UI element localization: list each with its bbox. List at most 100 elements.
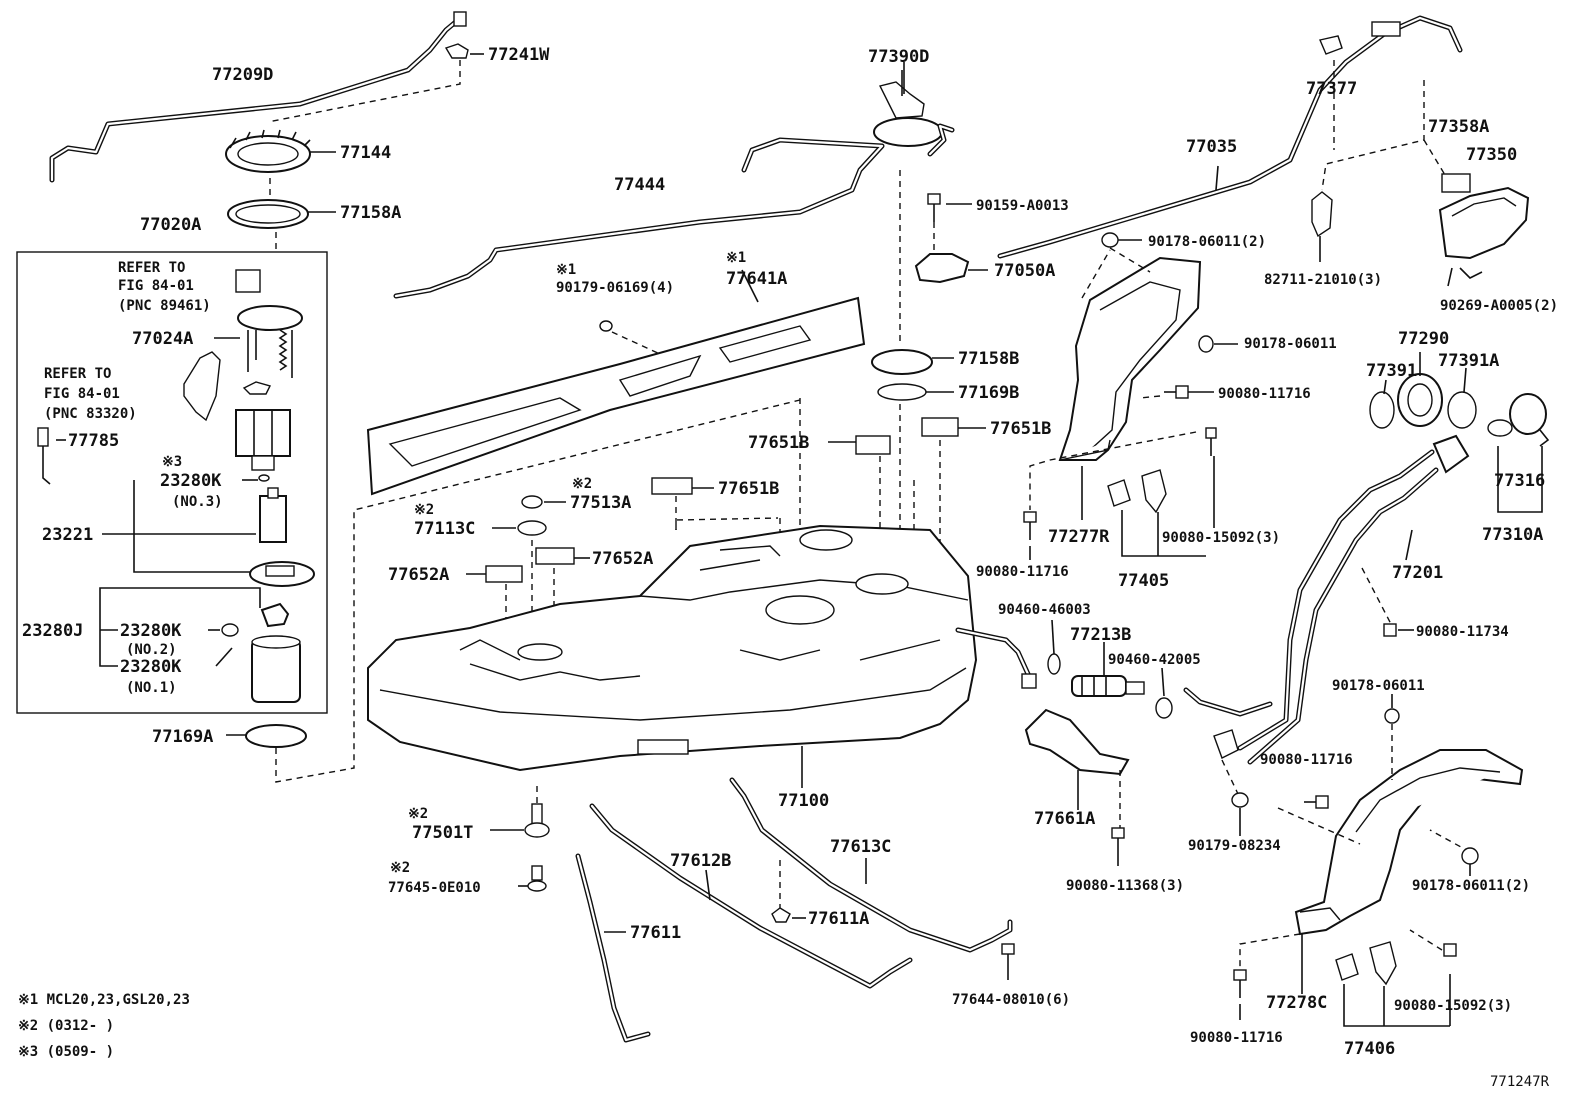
label-77169A: 77169A bbox=[152, 727, 213, 747]
pad-77651B-right[interactable] bbox=[921, 417, 959, 437]
pump-bracket-part[interactable] bbox=[249, 561, 315, 587]
nut-90178-06011-mid[interactable] bbox=[1198, 335, 1214, 353]
bolt-90080-15092-upper[interactable] bbox=[1205, 427, 1217, 456]
clip-77377[interactable] bbox=[1319, 35, 1343, 55]
connector-tank-outlet[interactable] bbox=[1021, 673, 1037, 689]
bolt-77645-0E010[interactable] bbox=[527, 865, 547, 892]
label-90178-06011-lower: 90178-06011 bbox=[1332, 678, 1425, 694]
nut-90178-06011-lower[interactable] bbox=[1384, 708, 1400, 724]
bolt-90080-11716-lower[interactable] bbox=[1023, 511, 1037, 540]
label-23280K-no1: 23280K bbox=[120, 657, 182, 677]
label-90080-11716-right: 90080-11716 bbox=[1260, 752, 1353, 768]
bolt-90080-11716-bottom[interactable] bbox=[1233, 969, 1247, 998]
label-77651B-right: 77651B bbox=[990, 419, 1051, 439]
vent-valve-77390D[interactable] bbox=[873, 70, 943, 147]
clamp-82711-21010[interactable] bbox=[1311, 191, 1333, 238]
footnote-1: ※1 MCL20,23,GSL20,23 bbox=[18, 992, 190, 1008]
protector-77661A[interactable] bbox=[1024, 708, 1130, 776]
nut-90179-08234[interactable] bbox=[1231, 792, 1249, 808]
clips-77405[interactable] bbox=[1107, 469, 1167, 514]
fuel-door-77350[interactable] bbox=[1438, 186, 1530, 260]
fuel-sender-77024A[interactable] bbox=[235, 269, 303, 378]
ring-77391A[interactable] bbox=[1447, 391, 1477, 429]
label-77209D: 77209D bbox=[212, 65, 273, 85]
bolt-90159-A0013[interactable] bbox=[927, 193, 941, 222]
bolt-90080-15092-lower[interactable] bbox=[1443, 943, 1457, 957]
gasket-77158A[interactable] bbox=[227, 199, 309, 229]
marker-3: ※3 bbox=[162, 454, 182, 470]
label-77611A: 77611A bbox=[808, 909, 869, 929]
clamp-90460-46003[interactable] bbox=[1047, 653, 1061, 675]
gasket-77169A[interactable] bbox=[245, 724, 307, 748]
label-77613C: 77613C bbox=[830, 837, 891, 857]
ring-77391[interactable] bbox=[1369, 391, 1395, 429]
bolt-90080-11716-right[interactable] bbox=[1304, 795, 1329, 809]
label-77144: 77144 bbox=[340, 143, 391, 163]
pad-77651B-left[interactable] bbox=[651, 477, 693, 495]
strap-77611[interactable] bbox=[575, 853, 651, 1043]
retainer-ring-77144[interactable] bbox=[225, 129, 311, 173]
tank-outlet-pipe[interactable] bbox=[955, 627, 1031, 677]
label-90080-15092-lower: 90080-15092(3) bbox=[1394, 998, 1512, 1014]
gasket-77158B[interactable] bbox=[871, 349, 933, 375]
fuel-tank-77100[interactable] bbox=[367, 524, 978, 772]
fuel-filter-part[interactable] bbox=[251, 635, 301, 703]
inset-ref1-line3: (PNC 89461) bbox=[118, 298, 211, 314]
label-no2: (NO.2) bbox=[126, 642, 177, 658]
protector-77277R-area[interactable] bbox=[1058, 256, 1202, 461]
pad-77651B-center[interactable] bbox=[855, 435, 891, 455]
label-77169B: 77169B bbox=[958, 383, 1019, 403]
nut-90179-06169[interactable] bbox=[599, 320, 613, 332]
clip-77358A[interactable] bbox=[1441, 173, 1471, 193]
label-77020A: 77020A bbox=[140, 215, 201, 235]
marker-1b: ※1 bbox=[726, 250, 746, 266]
ring-23280K-no3[interactable] bbox=[258, 474, 270, 482]
clamp-90460-42005[interactable] bbox=[1155, 697, 1173, 719]
vent-line-77444[interactable] bbox=[393, 123, 955, 299]
gasket-77169B[interactable] bbox=[877, 383, 927, 401]
strap-77613C[interactable] bbox=[729, 777, 1013, 953]
marker-2a: ※2 bbox=[572, 476, 592, 492]
ring-23280K-no2[interactable] bbox=[221, 623, 239, 637]
bolt-77501T[interactable] bbox=[524, 803, 550, 838]
grommet-77113C[interactable] bbox=[517, 520, 547, 536]
label-77652A-left: 77652A bbox=[388, 565, 449, 585]
bolt-90080-11716-upper[interactable] bbox=[1164, 385, 1189, 399]
nut-90178-06011-upper[interactable] bbox=[1101, 232, 1119, 248]
nut-90178-06011-2-lower[interactable] bbox=[1461, 847, 1479, 865]
label-77405: 77405 bbox=[1118, 571, 1169, 591]
clip-77611A[interactable] bbox=[771, 907, 791, 923]
label-77444: 77444 bbox=[614, 175, 665, 195]
bolt-90080-11368[interactable] bbox=[1111, 827, 1125, 866]
label-77290: 77290 bbox=[1398, 329, 1449, 349]
label-77641A: 77641A bbox=[726, 269, 787, 289]
fuel-pump-23221[interactable] bbox=[259, 487, 287, 543]
clip-77241W[interactable] bbox=[444, 43, 469, 59]
bolt-77644-08010[interactable] bbox=[1001, 943, 1015, 980]
fuel-line-77209D[interactable] bbox=[49, 11, 467, 183]
label-90080-15092-upper: 90080-15092(3) bbox=[1162, 530, 1280, 546]
bolt-90080-11734[interactable] bbox=[1383, 623, 1397, 637]
label-77158A: 77158A bbox=[340, 203, 401, 223]
clips-77406[interactable] bbox=[1335, 941, 1397, 986]
wire-77785[interactable] bbox=[37, 427, 51, 485]
float-arm-part[interactable] bbox=[183, 351, 221, 422]
protector-77641A[interactable] bbox=[366, 296, 866, 496]
nut-77513A[interactable] bbox=[521, 495, 543, 509]
fuel-cap-77316[interactable] bbox=[1487, 393, 1550, 447]
filler-neck-cap-77290[interactable] bbox=[1397, 373, 1443, 427]
cable-77035[interactable] bbox=[997, 15, 1463, 259]
regulator-23280J[interactable] bbox=[260, 602, 290, 628]
footnote-3: ※3 (0509- ) bbox=[18, 1044, 114, 1060]
label-90080-11368: 90080-11368(3) bbox=[1066, 878, 1184, 894]
label-77651B-center: 77651B bbox=[748, 433, 809, 453]
pad-77652A-right[interactable] bbox=[535, 547, 575, 565]
hose-77213B[interactable] bbox=[1071, 675, 1145, 697]
protector-77278C-area[interactable] bbox=[1294, 749, 1524, 936]
label-90269-A0005: 90269-A0005(2) bbox=[1440, 298, 1558, 314]
bracket-77050A[interactable] bbox=[914, 253, 970, 284]
strap-77612B[interactable] bbox=[589, 803, 913, 989]
pad-77652A-left[interactable] bbox=[485, 565, 523, 583]
pump-body-part[interactable] bbox=[235, 409, 291, 471]
filler-pipe-77201[interactable] bbox=[1183, 434, 1470, 765]
